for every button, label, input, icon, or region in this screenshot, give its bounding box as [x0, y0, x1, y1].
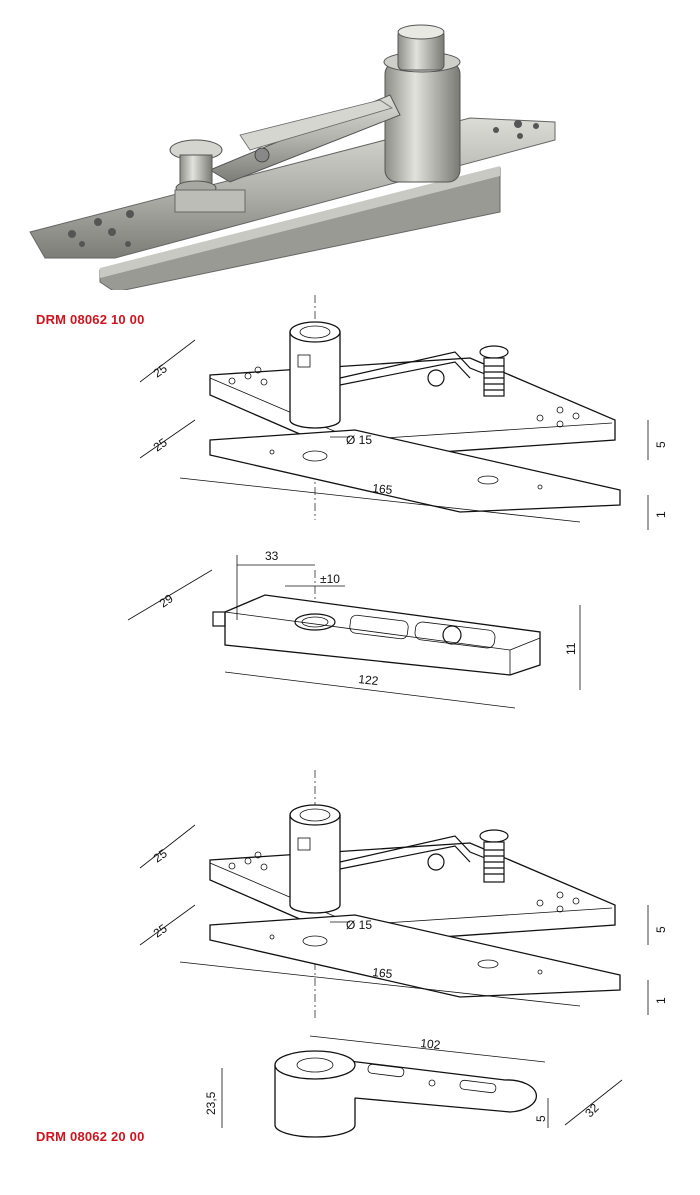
dim-plate-width-lower-1: 25: [151, 435, 170, 454]
product-code-1: DRM 08062 10 00: [36, 312, 145, 327]
drawing-top-plate-2: 25 25 Ø 15 165 5 1: [139, 770, 668, 1020]
dim-plate-height-2: 5: [654, 926, 668, 933]
dim-plate-length-1: 165: [372, 481, 394, 497]
dim-arm-length: 102: [420, 1036, 442, 1052]
drawing-floor-box: 33 ±10 29 122 11: [127, 549, 581, 709]
dim-arm-height: 23,5: [204, 1091, 218, 1115]
dim-shim-thickness-2: 1: [654, 997, 668, 1004]
drawing-top-plate-1: 25 25 Ø 15 165 5 1: [139, 295, 668, 530]
dim-plate-width-lower-2: 25: [151, 921, 170, 940]
dim-box-length: 122: [358, 672, 380, 688]
product-code-2: DRM 08062 20 00: [36, 1129, 145, 1144]
dim-arm-width: 32: [582, 1101, 602, 1121]
product-photo: [29, 24, 556, 290]
dim-arm-thickness: 5: [534, 1115, 548, 1122]
dim-box-width: 29: [157, 591, 176, 610]
dim-plate-width-2: 25: [151, 846, 170, 865]
dim-plate-height-1: 5: [654, 441, 668, 448]
dim-plate-width-1: 25: [151, 361, 170, 380]
dim-pin-diameter-2: Ø 15: [346, 918, 372, 932]
dim-offset: 33: [265, 549, 279, 563]
dim-shim-thickness-1: 1: [654, 511, 668, 518]
drawing-pivot-arm: 102 23,5 5 32: [204, 1035, 623, 1138]
dim-plate-length-2: 165: [372, 965, 394, 981]
dim-adjust: ±10: [320, 572, 340, 586]
dim-box-height: 11: [564, 642, 578, 655]
dim-pin-diameter-1: Ø 15: [346, 433, 372, 447]
